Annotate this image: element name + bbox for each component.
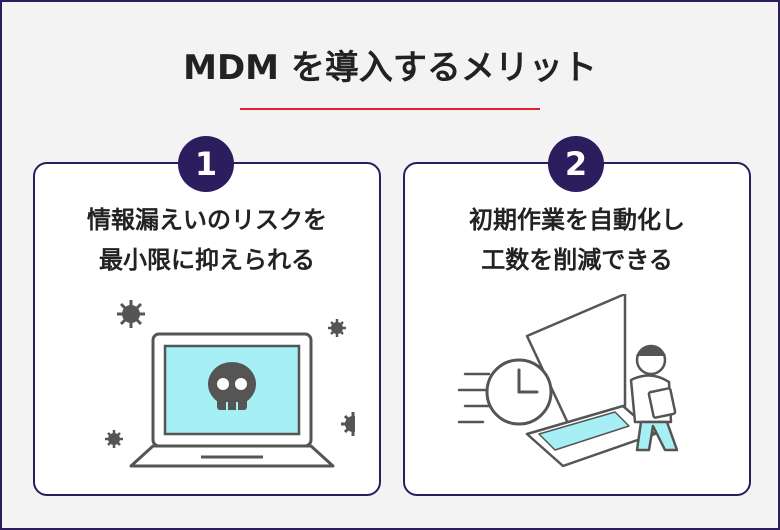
title-underline — [240, 108, 540, 110]
benefit-card-1-line1: 情報漏えいのリスクを — [87, 206, 327, 234]
virus-icon — [117, 300, 145, 328]
benefit-card-2: 初期作業を自動化し 工数を削減できる — [403, 162, 751, 496]
benefit-number-badge-2: 2 — [548, 136, 604, 192]
person-icon — [629, 344, 679, 452]
benefit-card-2-text: 初期作業を自動化し 工数を削減できる — [405, 200, 749, 280]
laptop-skull-virus-icon — [105, 300, 355, 468]
speed-lines — [457, 372, 491, 424]
benefit-number-badge-1: 1 — [178, 136, 234, 192]
page-title: MDM を導入するメリット — [183, 48, 597, 88]
clock-laptop-person-icon — [457, 294, 679, 468]
benefit-card-2-line1: 初期作業を自動化し — [469, 206, 685, 234]
skull-icon — [208, 362, 256, 410]
benefit-card-1-line2: 最小限に抑えられる — [99, 246, 315, 274]
benefit-card-1-text: 情報漏えいのリスクを 最小限に抑えられる — [35, 200, 379, 280]
benefit-card-1: 情報漏えいのリスクを 最小限に抑えられる — [33, 162, 381, 496]
clock-icon — [485, 358, 553, 426]
benefit-card-2-line2: 工数を削減できる — [481, 246, 673, 274]
